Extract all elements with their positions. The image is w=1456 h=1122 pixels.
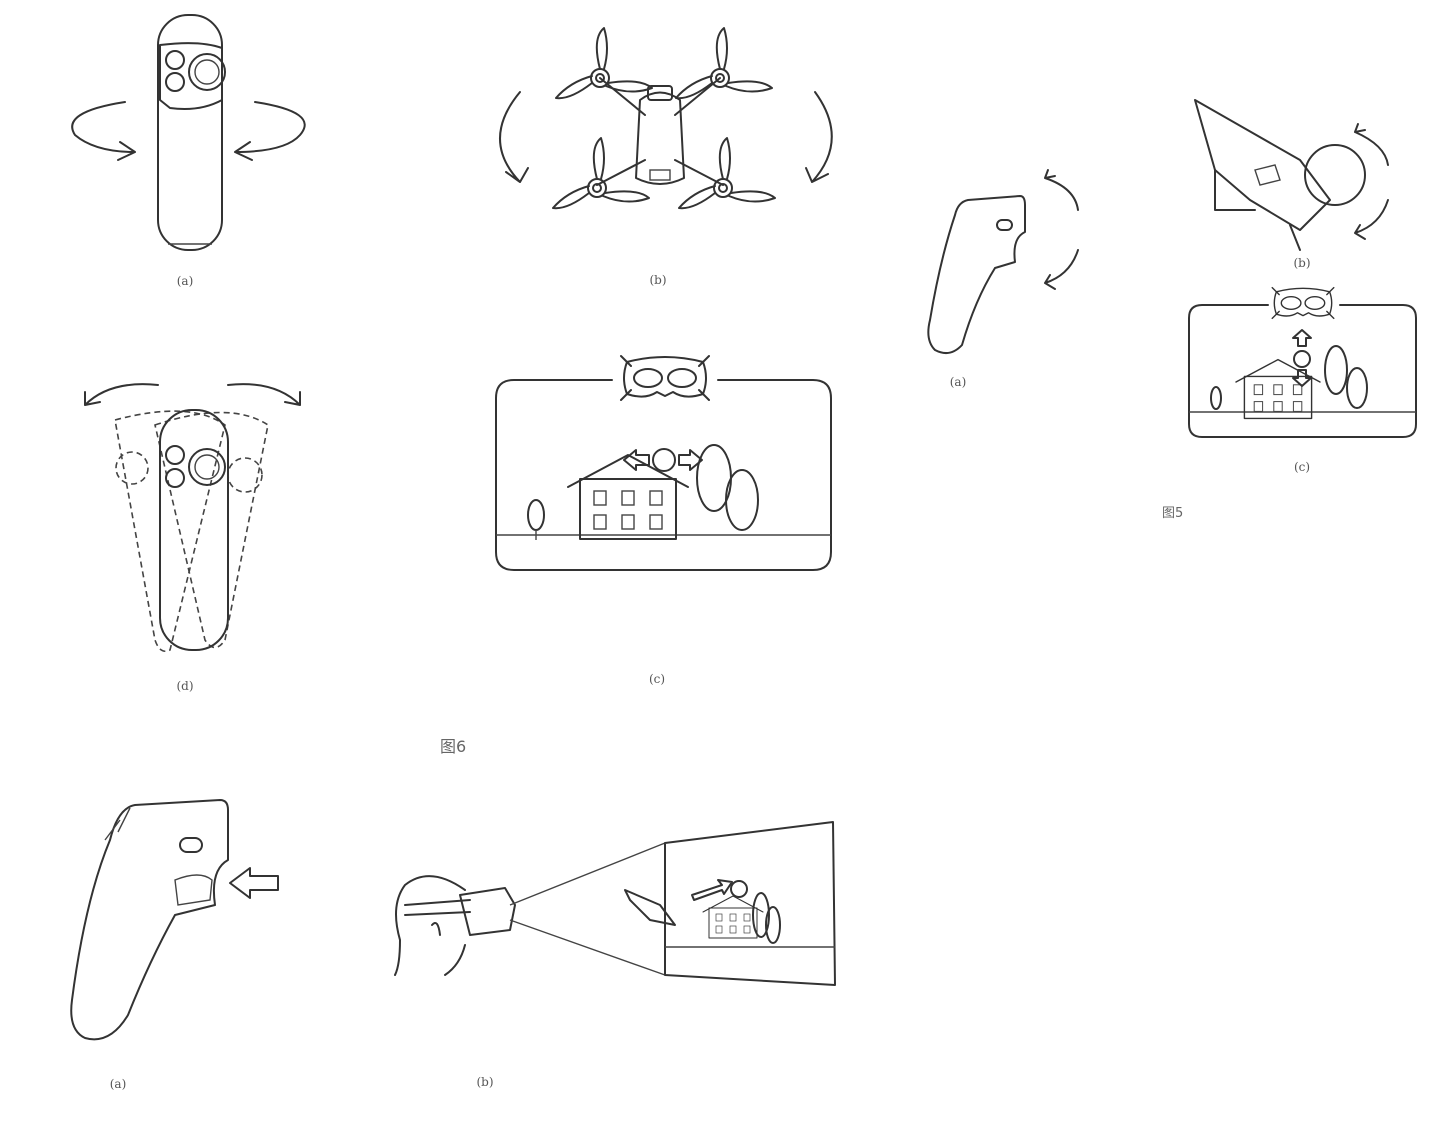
yaw-left-arrow-icon: [499, 91, 529, 183]
tilt-left-arrow-icon: [84, 383, 159, 406]
fig6a-controller-rotate: (a): [71, 14, 306, 288]
fig5b-drone-pitch: (b): [1194, 99, 1389, 270]
fig5a-label: (a): [950, 375, 967, 389]
tilt-right-arrow-icon: [227, 383, 301, 406]
fig7a-label: (a): [110, 1077, 127, 1091]
fig6b-drone-yaw: (b): [499, 27, 833, 287]
fig7b-label: (b): [476, 1075, 493, 1089]
fig6d-label: (d): [176, 679, 193, 693]
fig5a-controller-pitch: (a): [927, 169, 1079, 389]
fig5-caption: 图5: [1162, 506, 1183, 521]
fig6-caption: 图6: [440, 737, 466, 756]
pitch-up-arrow-icon: [1354, 123, 1389, 166]
pitch-up-arrow-icon: [1044, 169, 1079, 211]
fig6c-label: (c): [649, 672, 665, 686]
forward-arrow-icon: [691, 879, 733, 901]
pitch-down-arrow-icon: [1354, 199, 1389, 240]
left-arrow-icon: [623, 449, 650, 471]
fig5c-goggle-view: (c): [1188, 286, 1417, 474]
up-arrow-icon: [1292, 329, 1312, 347]
right-arrow-icon: [678, 449, 703, 471]
fig6d-controller-tilt: (d): [84, 383, 301, 693]
down-arrow-icon: [1292, 369, 1312, 387]
fig7a-controller-trigger: (a): [70, 799, 279, 1091]
yaw-right-arrow-icon: [805, 91, 833, 183]
fig6a-label: (a): [177, 274, 194, 288]
fig5c-label: (c): [1294, 460, 1310, 474]
fig6c-goggle-view: (c): [495, 355, 832, 686]
drone-icon: [624, 889, 676, 926]
press-arrow-icon: [229, 867, 279, 899]
fig5b-label: (b): [1293, 256, 1310, 270]
rotate-right-arrow-icon: [234, 101, 306, 161]
fig6b-label: (b): [649, 273, 666, 287]
fig7b-head-projection: (b): [394, 821, 836, 1089]
pitch-down-arrow-icon: [1044, 249, 1079, 290]
rotate-left-arrow-icon: [71, 101, 136, 161]
